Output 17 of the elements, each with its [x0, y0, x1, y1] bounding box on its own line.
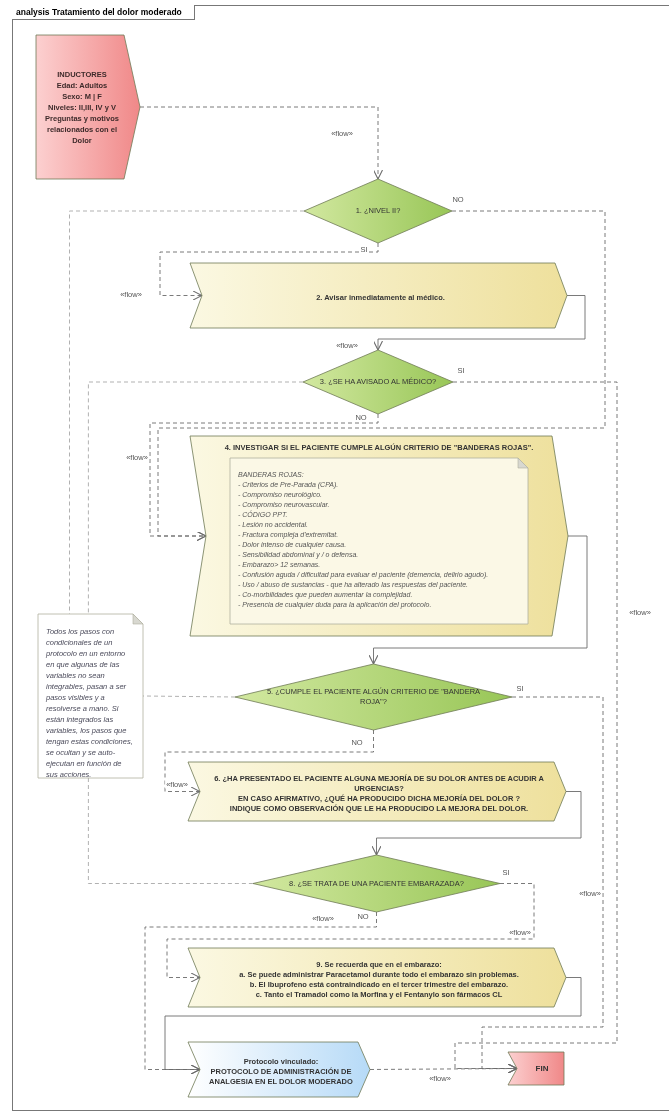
decision-diamond — [253, 855, 500, 912]
decision-diamond — [235, 664, 512, 730]
note-box — [38, 614, 143, 778]
process-step — [188, 1042, 370, 1097]
decision-diamond — [303, 350, 453, 414]
frame-title: analysis Tratamiento del dolor moderado — [12, 5, 195, 20]
connector-line — [87, 777, 254, 884]
trigger-box — [36, 35, 140, 179]
process-step — [190, 263, 567, 328]
connector-line — [87, 381, 304, 615]
decision-diamond — [304, 179, 452, 243]
process-step — [188, 948, 566, 1007]
process-step — [190, 436, 568, 636]
node-text: FIN — [535, 1062, 549, 1075]
process-step — [188, 762, 566, 821]
note-box — [230, 458, 528, 624]
end-box — [508, 1052, 564, 1085]
